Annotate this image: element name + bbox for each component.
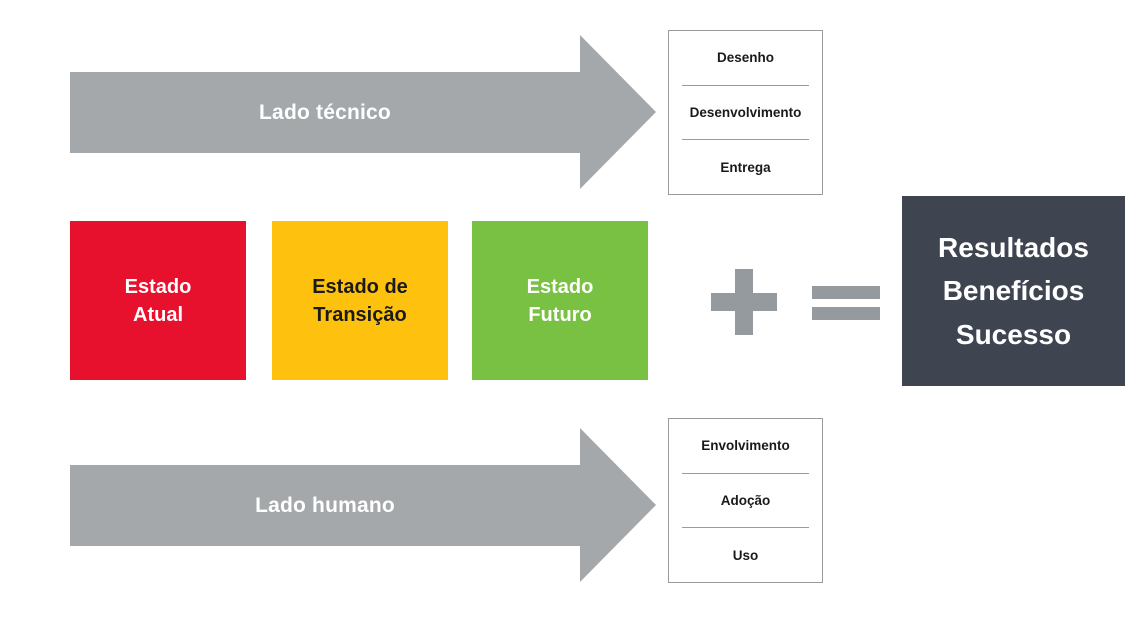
technical-side-arrow: Lado técnico xyxy=(70,35,656,190)
human-arrow-head-icon xyxy=(580,428,656,582)
current-state-box: Estado Atual xyxy=(70,221,246,380)
results-box: Resultados Benefícios Sucesso xyxy=(902,196,1125,386)
future-state-box: Estado Futuro xyxy=(472,221,648,380)
phase-desenho: Desenho xyxy=(682,31,809,86)
human-side-arrow: Lado humano xyxy=(70,428,656,583)
phase-adocao: Adoção xyxy=(682,474,809,529)
equals-icon xyxy=(812,286,880,320)
phase-envolvimento: Envolvimento xyxy=(682,419,809,474)
plus-icon xyxy=(711,269,777,335)
technical-side-label: Lado técnico xyxy=(259,100,391,124)
plus-vertical-bar xyxy=(735,269,753,335)
human-arrow-body: Lado humano xyxy=(70,465,580,546)
phase-uso: Uso xyxy=(732,547,759,563)
technical-arrow-body: Lado técnico xyxy=(70,72,580,153)
phase-desenvolvimento: Desenvolvimento xyxy=(682,86,809,141)
human-side-label: Lado humano xyxy=(255,493,395,517)
phase-entrega: Entrega xyxy=(720,159,771,175)
equals-top-bar xyxy=(812,286,880,299)
transition-state-box: Estado de Transição xyxy=(272,221,448,380)
technical-phases-box: Desenho Desenvolvimento Entrega xyxy=(668,30,823,195)
human-phases-box: Envolvimento Adoção Uso xyxy=(668,418,823,583)
equals-bottom-bar xyxy=(812,307,880,320)
technical-arrow-head-icon xyxy=(580,35,656,189)
